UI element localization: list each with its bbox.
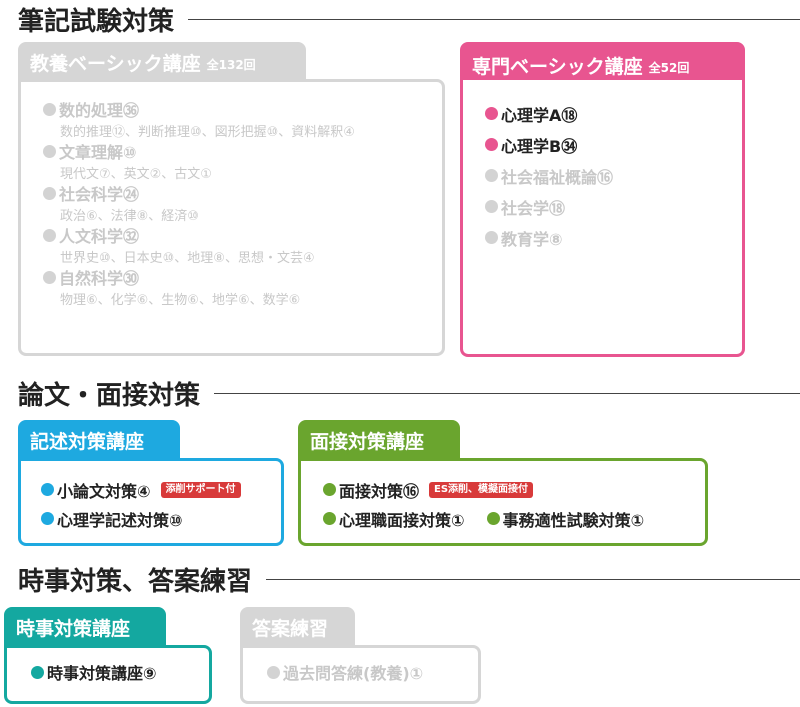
list-item[interactable]: 文章理解⑩ — [43, 140, 442, 162]
panel-tab: 答案練習 — [240, 607, 355, 647]
bullet-icon — [43, 228, 56, 242]
bullet-icon — [485, 169, 498, 182]
list-item[interactable]: 社会福祉概論⑯ — [485, 160, 742, 191]
pink-inner-corner — [463, 84, 742, 94]
list-item[interactable]: 社会学⑱ — [485, 191, 742, 222]
bullet-icon — [43, 186, 56, 200]
panel-tab: 面接対策講座 — [298, 420, 460, 460]
list-item-detail: 物理⑥、化学⑥、生物⑥、地学⑥、数学⑥ — [60, 292, 301, 308]
list-item[interactable]: 過去問答練(教養)① — [267, 660, 478, 684]
list-item[interactable]: 自然科学㉚ — [43, 266, 442, 288]
section-title-text: 論文・面接対策 — [18, 380, 201, 411]
list-item-detail: 数的推理⑫、判断推理⑩、図形把握⑩、資料解釈④ — [60, 124, 355, 140]
section-title-hikki: 筆記試験対策 — [18, 2, 800, 37]
section-title-text: 筆記試験対策 — [18, 6, 175, 37]
badge-support: 添削サポート付 — [160, 481, 241, 498]
panel-jiji[interactable]: 時事対策講座 時事対策講座⑨ — [4, 607, 212, 704]
panel-title: 時事対策講座 — [16, 617, 131, 640]
section-title-text: 時事対策、答案練習 — [18, 566, 253, 597]
bullet-icon — [485, 231, 498, 244]
bullet-icon — [323, 483, 336, 496]
list-item[interactable]: 心理学A⑱ — [485, 98, 742, 129]
list-item-detail: 世界史⑩、日本史⑩、地理⑧、思想・文芸④ — [60, 250, 315, 266]
bullet-icon — [31, 665, 44, 679]
list-item[interactable]: 数的処理㊱ — [43, 98, 442, 120]
panel-title: 面接対策講座 — [310, 430, 425, 453]
panel-kyoyo-basic[interactable]: 教養ベーシック講座 全132回 数的処理㊱ 数的推理⑫、判断推理⑩、図形把握⑩、… — [18, 42, 445, 356]
bullet-icon — [43, 144, 56, 158]
bullet-icon — [267, 665, 280, 679]
list-item[interactable]: 事務適性試験対策① — [486, 504, 644, 533]
panel-body: 数的処理㊱ 数的推理⑫、判断推理⑩、図形把握⑩、資料解釈④ 文章理解⑩ 現代文⑦… — [18, 79, 445, 356]
divider — [214, 392, 800, 394]
divider — [188, 18, 800, 20]
panel-body: 心理学A⑱ 心理学B㉞ 社会福祉概論⑯ 社会学⑱ 教育学⑧ — [460, 80, 745, 357]
panel-title: 教養ベーシック講座 — [30, 52, 201, 75]
list-item[interactable]: 社会科学㉔ — [43, 182, 442, 204]
section-title-jiji: 時事対策、答案練習 — [18, 562, 800, 597]
section-title-ronbun: 論文・面接対策 — [18, 376, 800, 411]
list-item[interactable]: 人文科学㉜ — [43, 224, 442, 246]
bullet-icon — [485, 200, 498, 213]
bullet-icon — [485, 138, 498, 151]
panel-toan[interactable]: 答案練習 過去問答練(教養)① — [240, 607, 481, 704]
bullet-icon — [43, 102, 56, 116]
list-item-detail: 政治⑥、法律⑧、経済⑩ — [60, 208, 199, 224]
bullet-icon — [323, 512, 336, 525]
panel-body: 過去問答練(教養)① — [240, 645, 481, 704]
panel-title: 答案練習 — [252, 617, 329, 640]
list-item[interactable]: 時事対策講座⑨ — [31, 660, 209, 684]
bullet-icon — [43, 270, 56, 284]
panel-tab: 時事対策講座 — [4, 607, 166, 647]
list-item[interactable]: 心理学記述対策⑩ — [41, 504, 281, 533]
list-item[interactable]: 心理学B㉞ — [485, 129, 742, 160]
bullet-icon — [41, 483, 54, 496]
list-item-detail: 現代文⑦、英文②、古文① — [60, 166, 212, 182]
panel-title: 専門ベーシック講座 — [472, 55, 643, 78]
list-item[interactable]: 教育学⑧ — [485, 222, 742, 253]
bullet-icon — [486, 512, 500, 525]
panel-body: 時事対策講座⑨ — [4, 645, 212, 704]
bullet-icon — [485, 107, 498, 120]
bullet-icon — [41, 512, 54, 525]
panel-senmon-basic[interactable]: 専門ベーシック講座 全52回 心理学A⑱ 心理学B㉞ 社会福祉概論⑯ 社会学⑱ … — [460, 42, 745, 357]
badge-es: ES添削、模擬面接付 — [429, 481, 534, 498]
panel-tab: 教養ベーシック講座 全132回 — [18, 42, 306, 82]
panel-count: 全132回 — [206, 57, 256, 72]
panel-tab: 記述対策講座 — [18, 420, 180, 460]
panel-count: 全52回 — [648, 60, 690, 75]
list-item[interactable]: 心理職面接対策① — [323, 504, 465, 533]
panel-title: 記述対策講座 — [30, 430, 145, 453]
divider — [266, 578, 800, 580]
